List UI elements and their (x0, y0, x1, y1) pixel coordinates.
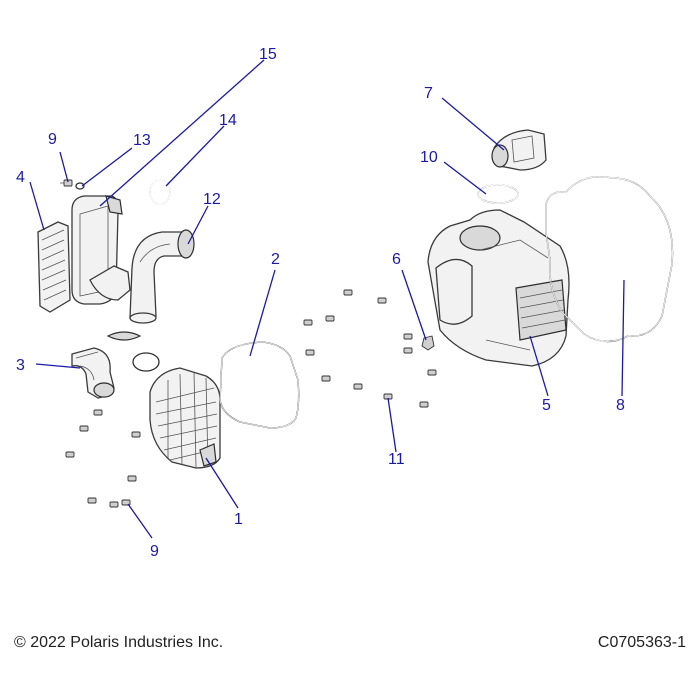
part-1-airbox-cover (149, 367, 221, 469)
callout-9-bottom: 9 (150, 543, 159, 560)
callout-labels: 4 9 13 15 14 12 3 2 1 9 7 10 6 5 8 11 (16, 46, 625, 560)
callout-7: 7 (424, 85, 433, 102)
callout-9-top: 9 (48, 131, 57, 148)
part-14-hose-clamp (149, 179, 171, 205)
part-9-screw-top (60, 179, 73, 187)
leader-lines (29, 59, 625, 539)
callout-5: 5 (542, 397, 551, 414)
part-7-inlet-cap (491, 129, 547, 171)
bolts-group-center (303, 289, 437, 408)
callout-4: 4 (16, 169, 25, 186)
diagram-id: C0705363-1 (597, 634, 686, 651)
callout-15: 15 (259, 46, 277, 63)
clamp-lower (132, 352, 160, 372)
callout-1: 1 (234, 511, 243, 528)
callout-2: 2 (271, 251, 280, 268)
copyright-notice: © 2022 Polaris Industries Inc. (14, 634, 224, 651)
callout-3: 3 (16, 357, 25, 374)
part-6-fitting (421, 335, 435, 351)
callout-11: 11 (388, 451, 405, 468)
part-5-airbox-housing (427, 209, 570, 367)
part-10-clamp (477, 184, 519, 204)
part-3-intake-elbow (71, 347, 115, 399)
part-8-housing-gasket (545, 175, 674, 343)
callout-8: 8 (616, 397, 625, 414)
part-13-washer (75, 182, 85, 190)
part-2-cover-gasket (219, 341, 300, 429)
callout-13: 13 (133, 132, 151, 149)
callout-12: 12 (203, 191, 221, 208)
callout-14: 14 (219, 112, 237, 129)
bolts-group-left (65, 409, 141, 508)
part-15-resonator (71, 195, 131, 305)
callout-10: 10 (420, 149, 438, 166)
callout-6: 6 (392, 251, 401, 268)
small-gasket (106, 331, 142, 341)
part-12-elbow-hose (129, 229, 195, 324)
part-4-grille-panel (37, 221, 71, 313)
